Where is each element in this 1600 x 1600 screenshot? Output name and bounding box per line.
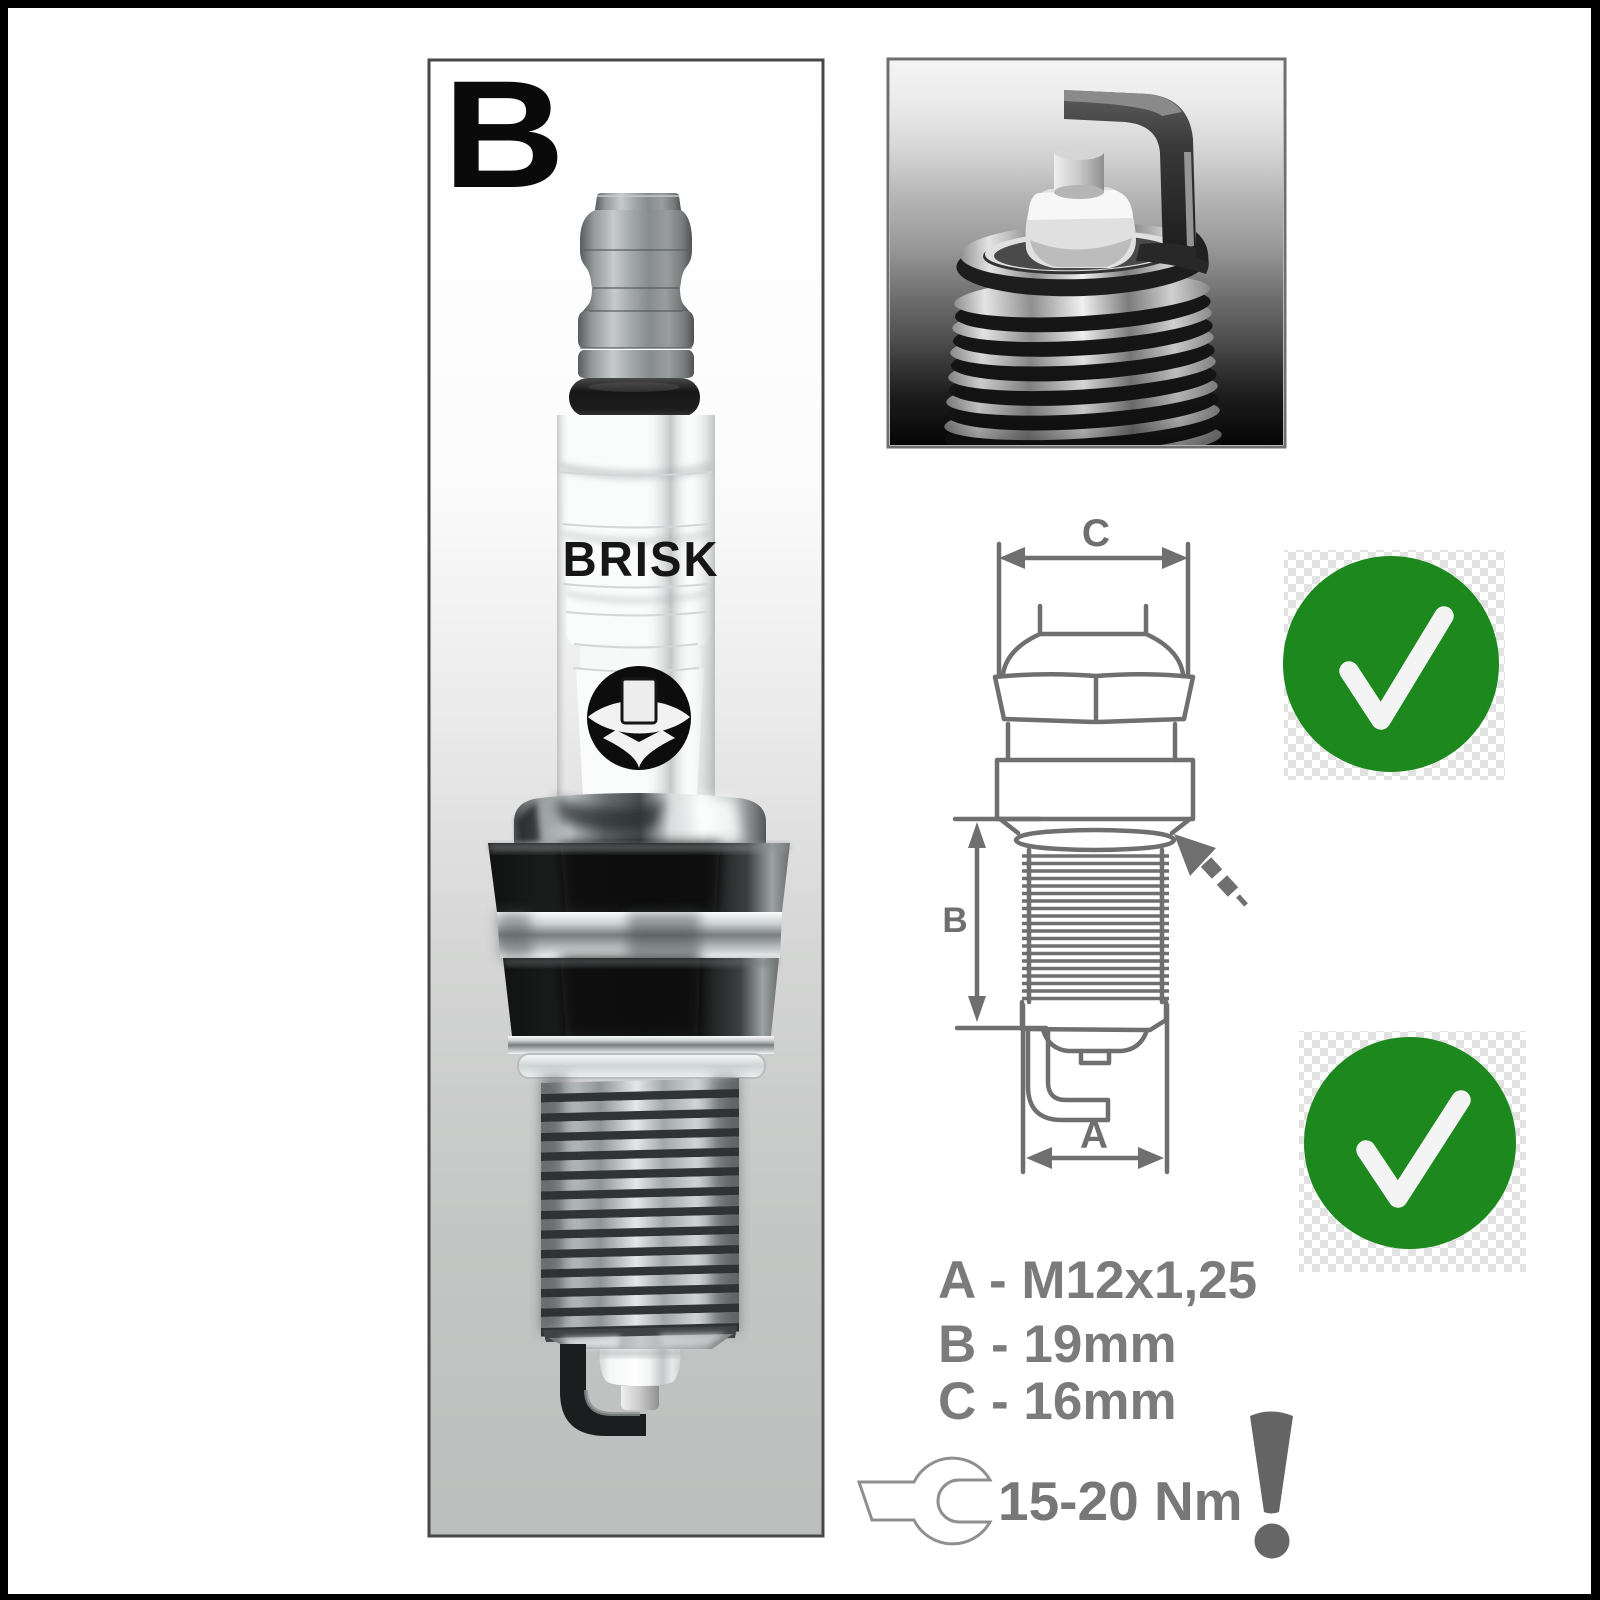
svg-text:C - 16mm: C - 16mm [938,1372,1177,1431]
svg-text:B: B [942,901,967,940]
svg-text:B - 19mm: B - 19mm [938,1315,1177,1374]
svg-text:B: B [443,49,565,220]
svg-text:BRISK: BRISK [563,533,720,587]
svg-text:A: A [1080,1114,1108,1157]
svg-text:15-20 Nm: 15-20 Nm [998,1470,1243,1532]
svg-text:A - M12x1,25: A - M12x1,25 [938,1251,1257,1310]
svg-text:C: C [1082,512,1110,555]
